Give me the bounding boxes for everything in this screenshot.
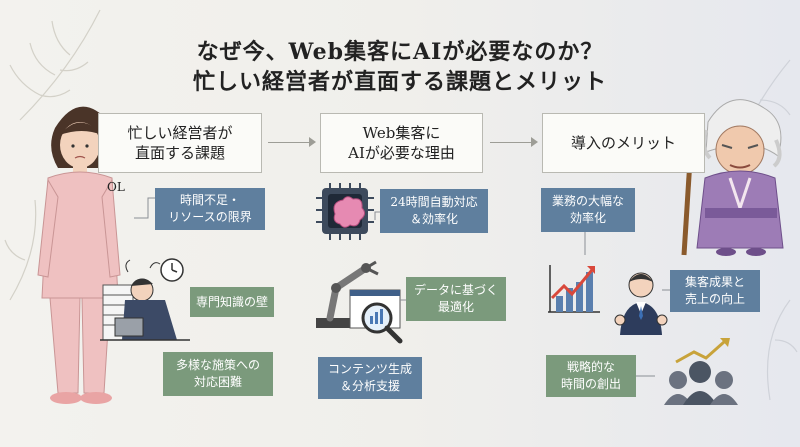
- person-label: OL: [107, 180, 125, 194]
- reason-badge-automation: 24時間自動対応 ＆効率化: [380, 189, 488, 233]
- column-header-benefits: 導入のメリット: [542, 113, 705, 173]
- ai-brain-chip-icon: [316, 183, 374, 240]
- robot-arm-icon: [316, 260, 379, 328]
- column-header-reasons: Web集客に AIが必要な理由: [320, 113, 483, 173]
- businesswoman-illustration: [37, 106, 121, 404]
- leaf-decoration-left-icon: [4, 9, 101, 301]
- arrow-2: [490, 142, 534, 143]
- challenge-badge-time: 時間不足・ リソースの限界: [155, 188, 265, 230]
- clock-icon: [160, 258, 184, 282]
- challenge-badge-measures: 多様な施策への 対応困難: [163, 352, 273, 396]
- overworked-manager-icon: [100, 259, 190, 341]
- growth-chart-icon: [548, 265, 600, 313]
- arrow-2-head: [531, 137, 538, 147]
- title-line-2: 忙しい経営者が直面する課題とメリット: [192, 69, 607, 95]
- title-line-1: なぜ今、Web集客にAIが必要なのか？: [196, 39, 604, 65]
- arrow-1-head: [309, 137, 316, 147]
- benefit-badge-efficiency: 業務の大幅な 効率化: [541, 188, 635, 232]
- benefit-badge-sales: 集客成果と 売上の向上: [670, 270, 760, 312]
- reason-badge-content: コンテンツ生成 ＆分析支援: [318, 357, 422, 399]
- reason-badge-optimization: データに基づく 最適化: [406, 277, 506, 321]
- elderly-woman-illustration: [681, 99, 784, 256]
- column-header-challenges: 忙しい経営者が 直面する課題: [98, 113, 262, 173]
- arrow-1: [268, 142, 312, 143]
- team-growth-icon: [664, 338, 738, 405]
- businessman-ok-icon: [614, 272, 668, 335]
- benefit-badge-strategy: 戦略的な 時間の創出: [546, 355, 636, 397]
- challenge-badge-expertise: 専門知識の壁: [190, 287, 274, 317]
- magnifier-chart-icon: [349, 289, 403, 344]
